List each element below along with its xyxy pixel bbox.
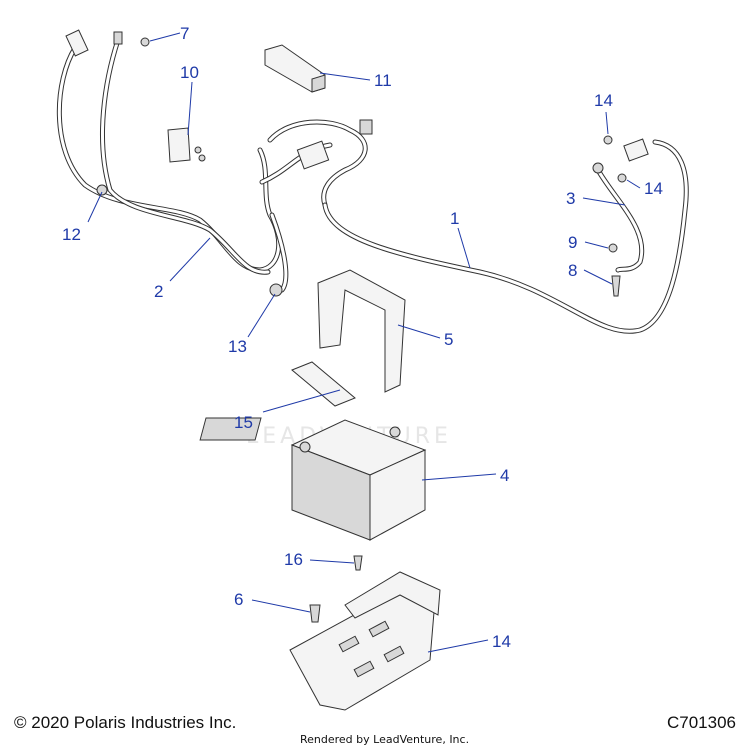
connector-boot (65, 29, 89, 57)
cable-3-ring-terminal (592, 162, 604, 174)
rendered-by-text: Rendered by LeadVenture, Inc. (300, 733, 470, 746)
battery-tray-15 (289, 571, 441, 711)
nut-14-lower (617, 173, 627, 183)
callout-8: 8 (568, 261, 577, 280)
cable-3 (592, 162, 645, 273)
harness-bundle (259, 119, 373, 208)
callout-14-lower: 14 (644, 179, 663, 198)
callout-17: 16 (284, 550, 303, 569)
callout-14-upper: 14 (594, 91, 613, 110)
callout-13: 13 (228, 337, 247, 356)
callout-3: 3 (566, 189, 575, 208)
copyright-text: © 2020 Polaris Industries Inc. (14, 713, 237, 732)
bolt-8 (611, 275, 621, 297)
cover-11 (264, 44, 326, 93)
callout-15: 14 (492, 632, 511, 651)
callout-12: 12 (62, 225, 81, 244)
harness-connector (359, 119, 373, 135)
bolt-17 (353, 555, 363, 571)
battery-terminal-left (299, 441, 311, 453)
nut-9 (608, 243, 618, 253)
ground-terminal (269, 283, 283, 297)
cable-1-end-cap (623, 138, 649, 162)
callout-2: 2 (154, 282, 163, 301)
figure-code: C701306 (666, 713, 736, 732)
callout-10: 10 (180, 63, 199, 82)
callout-16: 15 (234, 413, 253, 432)
callout-7: 7 (180, 24, 189, 43)
callout-4: 4 (500, 466, 509, 485)
battery-holder-5 (317, 269, 406, 393)
callout-9: 9 (568, 233, 577, 252)
callout-5: 5 (444, 330, 453, 349)
bolt-6 (309, 604, 321, 623)
nut-7 (140, 37, 150, 47)
nut-14-upper (603, 135, 613, 145)
cable-1 (322, 138, 689, 334)
callout-11: 11 (374, 71, 392, 90)
callout-leaders (87, 32, 641, 653)
callout-6: 6 (234, 590, 243, 609)
battery-top-handle (199, 417, 262, 441)
battery-terminal-right (389, 426, 401, 438)
cable-harness-2 (56, 29, 289, 297)
battery-4 (199, 417, 427, 541)
cable-tie-12 (96, 184, 108, 196)
pad-16 (291, 361, 356, 407)
ring-terminal (113, 31, 123, 45)
relay-block (296, 140, 330, 170)
bracket-10 (167, 127, 206, 163)
callout-1: 1 (450, 209, 459, 228)
